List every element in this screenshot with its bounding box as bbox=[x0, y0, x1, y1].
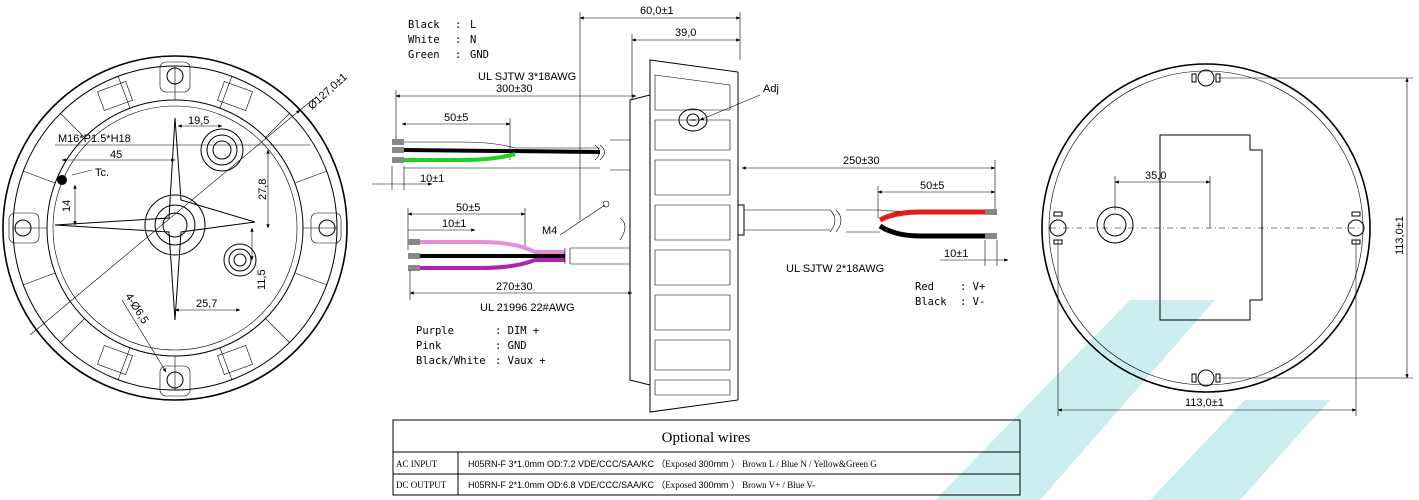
dim-113-h: 113,0±1 bbox=[1185, 397, 1224, 409]
dim-19-5: 19,5 bbox=[188, 115, 209, 127]
dim-10-top: 10±1 bbox=[420, 173, 444, 185]
row-ac-spec: H05RN-F 3*1.0mm OD:7.2 VDE/CCC/SAA/KC bbox=[468, 459, 655, 469]
dim-cable-spec: UL 21996 22#AWG bbox=[480, 302, 575, 314]
thread-label: M16*P1.5*H18 bbox=[58, 133, 131, 145]
dim-60: 60,0±1 bbox=[640, 5, 674, 17]
dim-legend-color-2: Black/White bbox=[416, 355, 486, 367]
row-ac-text: H05RN-F 3*1.0mm OD:7.2 VDE/CCC/SAA/KC （E… bbox=[468, 459, 877, 469]
row-dc-text: H05RN-F 2*1.0mm OD:6.8 VDE/CCC/SAA/KC （E… bbox=[468, 480, 815, 490]
dim-270: 270±30 bbox=[496, 281, 533, 293]
dc-legend-color-1: Black bbox=[915, 296, 947, 308]
row-dc-wires: Brown V+ / Blue V- bbox=[742, 480, 815, 490]
dim-25-7: 25,7 bbox=[196, 298, 217, 310]
dim-legend-sig-2: : Vaux + bbox=[495, 355, 546, 367]
tc-label: Tc. bbox=[95, 167, 109, 179]
row-dc-spec: H05RN-F 2*1.0mm OD:6.8 VDE/CCC/SAA/KC bbox=[468, 480, 655, 490]
dim-legend-color-1: Pink bbox=[416, 340, 442, 352]
dim-14: 14 bbox=[61, 200, 73, 212]
table-title: Optional wires bbox=[662, 430, 751, 446]
ac-legend-color-1: White bbox=[408, 34, 440, 46]
ac-legend-sig-1: N bbox=[470, 34, 476, 46]
optional-wires-table: Optional wires AC INPUT H05RN-F 3*1.0mm … bbox=[392, 419, 1021, 496]
row-ac-exposed-pre: （Exposed bbox=[656, 459, 698, 469]
back-view: 35,0 113,0±1 113,0±1 bbox=[1041, 63, 1413, 416]
row-ac-wires: Brown L / Blue N / Yellow&Green G bbox=[742, 459, 877, 469]
dim-300: 300±30 bbox=[496, 83, 533, 95]
dim-39: 39,0 bbox=[675, 27, 696, 39]
ac-legend-sig-0: L bbox=[470, 19, 476, 31]
dim-50-mid: 50±5 bbox=[456, 202, 480, 214]
dim-11-5: 11,5 bbox=[256, 269, 268, 290]
row-ac-exposed-post: ） bbox=[731, 459, 740, 469]
dc-cable-spec: UL SJTW 2*18AWG bbox=[786, 263, 884, 275]
ac-wire-legend: Black : L White : N Green : GND bbox=[408, 19, 489, 61]
ac-wires bbox=[392, 139, 630, 171]
dim-113-v: 113,0±1 bbox=[1394, 216, 1406, 255]
driver-housing bbox=[619, 59, 830, 413]
watermark bbox=[935, 300, 1330, 500]
dc-legend-sig-1: : V- bbox=[960, 296, 985, 308]
ac-legend-color-2: Green bbox=[408, 49, 440, 61]
dim-wires bbox=[408, 239, 630, 271]
ac-legend-sep-2: : bbox=[455, 49, 461, 61]
dim-10-dc: 10±1 bbox=[944, 248, 968, 260]
dim-legend-sig-1: : GND bbox=[495, 340, 527, 352]
row-dc-exposed-post: ） bbox=[731, 480, 740, 490]
row-dc-exposed-pre: （Exposed bbox=[656, 480, 698, 490]
ac-legend-color-0: Black bbox=[408, 19, 440, 31]
holes-label: 4-Ø6,5 bbox=[122, 291, 150, 326]
dim-50-top: 50±5 bbox=[444, 112, 468, 124]
ac-legend-sep-0: : bbox=[455, 19, 461, 31]
dim-10-mid: 10±1 bbox=[442, 218, 466, 230]
dc-legend-sig-0: : V+ bbox=[960, 281, 985, 293]
dc-legend-color-0: Red bbox=[915, 281, 934, 293]
dim-legend-color-0: Purple bbox=[416, 325, 454, 337]
dim-wire-legend: Purple : DIM + Pink : GND Black/White : … bbox=[416, 325, 546, 367]
ac-legend-sig-2: GND bbox=[470, 49, 489, 61]
row-ac-exposed-val: 300mm bbox=[699, 459, 729, 469]
dim-27-8: 27,8 bbox=[257, 179, 269, 200]
dim-35: 35,0 bbox=[1145, 170, 1166, 182]
row-ac-label: AC INPUT bbox=[396, 459, 438, 469]
dc-wire-legend: Red : V+ Black : V- bbox=[915, 281, 985, 308]
adj-label: Adj bbox=[763, 83, 779, 95]
m4-label: M4 bbox=[542, 225, 557, 237]
dim-legend-sig-0: : DIM + bbox=[495, 325, 539, 337]
side-view: Black : L White : N Green : GND UL SJTW … bbox=[372, 5, 1009, 413]
front-view: Ø127,0±1 M16*P1.5*H18 45 Tc. 14 19,5 27,… bbox=[2, 55, 350, 401]
dc-wires bbox=[829, 209, 997, 239]
ac-legend-sep-1: : bbox=[455, 34, 461, 46]
ac-cable-spec: UL SJTW 3*18AWG bbox=[478, 71, 576, 83]
dim-45: 45 bbox=[110, 149, 122, 161]
diameter-label: Ø127,0±1 bbox=[306, 71, 350, 112]
dim-50-dc: 50±5 bbox=[920, 180, 944, 192]
dim-250: 250±30 bbox=[843, 155, 880, 167]
row-dc-exposed-val: 300mm bbox=[699, 480, 729, 490]
row-dc-label: DC OUTPUT bbox=[396, 480, 447, 490]
